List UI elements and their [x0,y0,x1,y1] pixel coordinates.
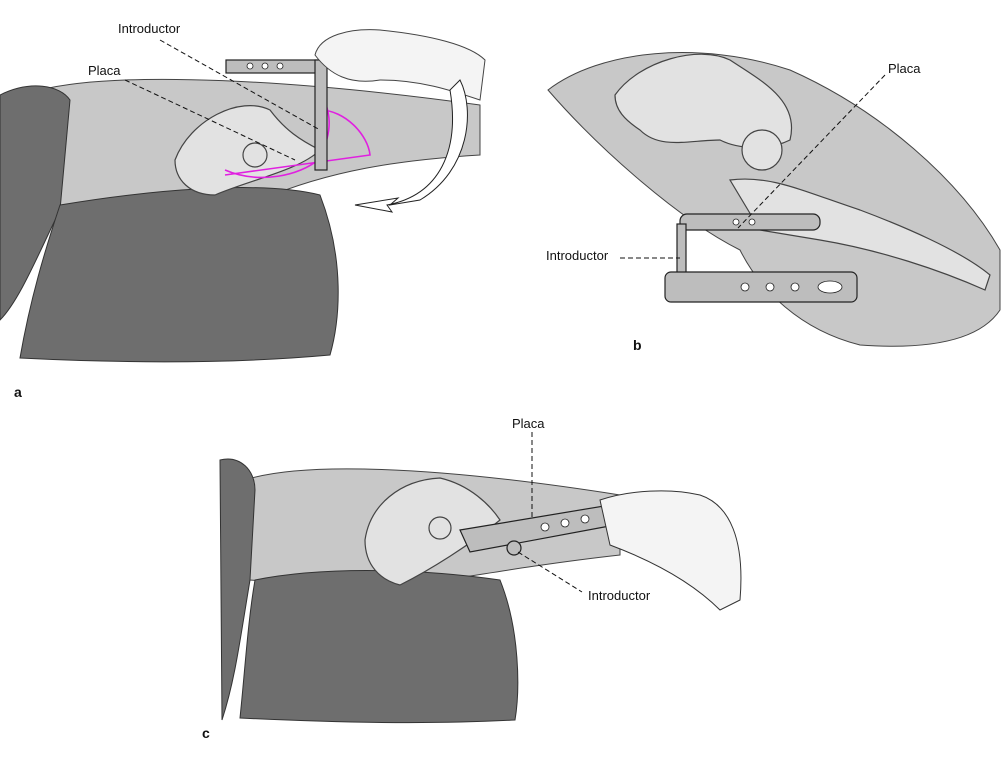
panel-b-letter: b [633,337,642,353]
panel-c-introductor-leader [517,551,583,593]
panel-a-femoral-head [242,142,268,168]
panel-c-label-placa: Placa [512,416,545,431]
introducer-hole [740,282,750,292]
panel-c-introducer-knob [506,540,522,556]
plate-hole [540,522,550,532]
panel-c-label-introductor: Introductor [588,588,651,603]
panel-c-femoral-head [428,516,452,540]
panel-c-gloved-hand [599,490,742,611]
panel-a-label-placa: Placa [88,63,121,78]
plate-hole [580,514,590,524]
introducer-hole [765,282,775,292]
plate-hole [560,518,570,528]
plate-hole [732,218,740,226]
panel-a-label-introductor: Introductor [118,21,181,36]
panel-b-introducer-arm [664,271,858,303]
panel-a-placa-leader [124,79,296,161]
panel-b-placa-leader [737,74,886,229]
panel-a-introductor-leader [159,39,321,131]
introducer-slot [817,280,843,294]
plate-hole [748,218,756,226]
panel-b-illustration [547,52,1001,347]
panel-a-rotation-arrow [354,79,468,213]
panel-b-femoral-head [741,129,783,171]
panel-a-introducer [314,59,328,171]
panel-c-letter: c [202,725,210,741]
panel-c-drape-lower [239,570,519,724]
panel-c-drape-upper [219,458,256,721]
panel-a-gloved-hand [314,29,486,101]
panel-b-label-introductor: Introductor [546,248,609,263]
introducer-hole [790,282,800,292]
panel-a-plate [225,59,323,74]
plate-hole [276,62,284,70]
panel-a-letter: a [14,384,22,400]
panel-c-illustration [219,432,742,724]
panel-a-illustration [0,29,486,363]
panel-a-drape-lower [19,187,339,363]
plate-hole [246,62,254,70]
panel-b-label-placa: Placa [888,61,921,76]
panel-b-femur [729,178,991,291]
plate-hole [261,62,269,70]
